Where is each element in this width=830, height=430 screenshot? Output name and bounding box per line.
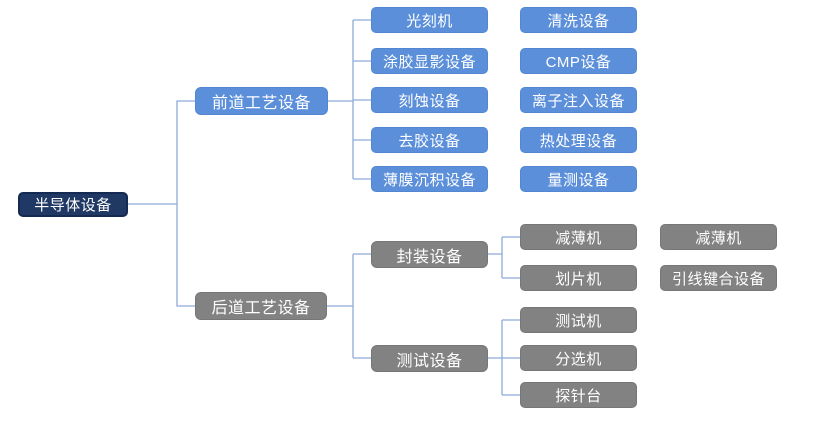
node-lithography-machine: 光刻机 bbox=[371, 7, 488, 33]
connector-front-fan bbox=[328, 19, 371, 180]
node-thinning-machine-2: 减薄机 bbox=[660, 224, 777, 250]
connector-packaging-fan bbox=[488, 236, 520, 279]
node-cmp-equipment: CMP设备 bbox=[520, 48, 637, 74]
node-dicing-machine: 划片机 bbox=[520, 265, 637, 291]
node-packaging-equipment: 封装设备 bbox=[371, 241, 488, 268]
connector-testing-fan bbox=[488, 319, 520, 396]
node-ion-implantation-equipment: 离子注入设备 bbox=[520, 87, 637, 113]
node-thinning-machine: 减薄机 bbox=[520, 224, 637, 250]
node-testing-equipment: 测试设备 bbox=[371, 345, 488, 372]
node-coating-developing-equipment: 涂胶显影设备 bbox=[371, 48, 488, 74]
node-thermal-processing-equipment: 热处理设备 bbox=[520, 127, 637, 153]
node-etching-equipment: 刻蚀设备 bbox=[371, 87, 488, 113]
connector-back-fan bbox=[327, 253, 371, 359]
node-back-end-process-equipment: 后道工艺设备 bbox=[195, 292, 327, 320]
node-semiconductor-equipment: 半导体设备 bbox=[18, 192, 128, 217]
node-prober-station: 探针台 bbox=[520, 382, 637, 408]
node-sorter-machine: 分选机 bbox=[520, 345, 637, 371]
connector-root-trunk bbox=[128, 100, 195, 307]
node-tester-machine: 测试机 bbox=[520, 307, 637, 333]
node-front-end-process-equipment: 前道工艺设备 bbox=[195, 87, 328, 115]
node-metrology-equipment: 量测设备 bbox=[520, 166, 637, 192]
node-wire-bonding-equipment: 引线键合设备 bbox=[660, 265, 777, 291]
node-resist-stripping-equipment: 去胶设备 bbox=[371, 127, 488, 153]
node-thin-film-deposition-equipment: 薄膜沉积设备 bbox=[371, 166, 488, 192]
node-cleaning-equipment: 清洗设备 bbox=[520, 7, 637, 33]
